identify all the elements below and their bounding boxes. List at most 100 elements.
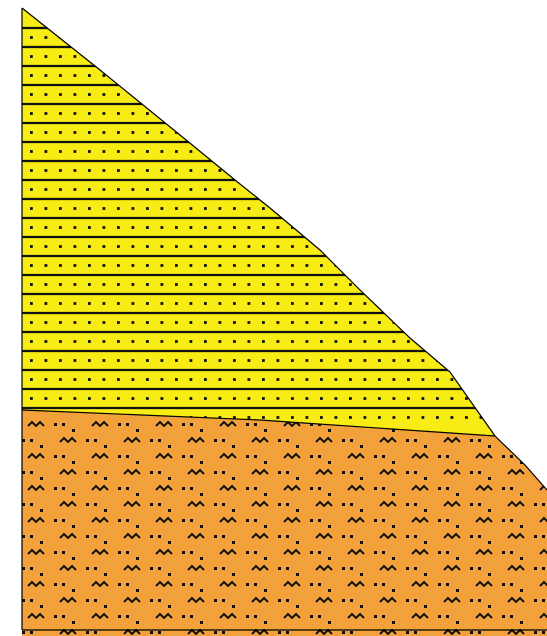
sand-dot	[320, 207, 323, 210]
sand-dot	[190, 131, 193, 134]
silt-dash	[510, 551, 513, 554]
silt-dash	[136, 589, 139, 592]
sand-dot	[306, 112, 309, 115]
sand-dot	[407, 112, 410, 115]
silt-dash	[136, 525, 139, 528]
sand-dot	[349, 340, 352, 343]
silt-wave-mark	[0, 534, 12, 538]
sand-dot	[190, 188, 193, 191]
sand-dot	[393, 93, 396, 96]
sand-dot	[45, 169, 48, 172]
sand-dot	[175, 321, 178, 324]
sand-dot	[335, 397, 338, 400]
silt-dash	[342, 599, 345, 602]
silt-dash	[502, 487, 505, 490]
sand-dot	[204, 397, 207, 400]
sand-dot	[320, 169, 323, 172]
silt-dash	[456, 493, 459, 496]
sand-dot	[494, 321, 497, 324]
sand-dot	[451, 340, 454, 343]
sand-dot	[161, 150, 164, 153]
sand-dot	[204, 150, 207, 153]
sand-dot	[422, 283, 425, 286]
sand-dot	[219, 36, 222, 39]
sand-dot	[306, 340, 309, 343]
sand-dot	[349, 93, 352, 96]
silt-dash	[438, 487, 441, 490]
silt-dash	[534, 471, 537, 474]
sand-dot	[132, 397, 135, 400]
sand-dot	[132, 169, 135, 172]
silt-dash	[406, 631, 409, 634]
sand-dot	[30, 112, 33, 115]
sand-dot	[494, 302, 497, 305]
sand-dot	[117, 169, 120, 172]
silt-dash	[222, 439, 225, 442]
sand-dot	[88, 340, 91, 343]
lower-layer	[0, 410, 547, 636]
sand-dot	[349, 245, 352, 248]
sand-dot	[480, 226, 483, 229]
sand-dot	[132, 55, 135, 58]
silt-wave-mark	[0, 502, 12, 506]
sand-dot	[88, 302, 91, 305]
sand-dot	[291, 245, 294, 248]
sand-dot	[146, 207, 149, 210]
sand-dot	[103, 397, 106, 400]
silt-dash	[310, 455, 313, 458]
silt-dash	[126, 423, 129, 426]
silt-dash	[190, 519, 193, 522]
sand-dot	[335, 93, 338, 96]
silt-dash	[296, 445, 299, 448]
sand-dot	[320, 226, 323, 229]
silt-dash	[382, 519, 385, 522]
silt-dash	[478, 599, 481, 602]
sand-dot	[451, 93, 454, 96]
sand-dot	[407, 55, 410, 58]
silt-dash	[296, 509, 299, 512]
sand-dot	[306, 416, 309, 419]
silt-dash	[342, 439, 345, 442]
silt-dash	[62, 455, 65, 458]
silt-dash	[392, 461, 395, 464]
silt-dash	[158, 439, 161, 442]
sand-dot	[494, 245, 497, 248]
sand-dot	[277, 302, 280, 305]
sand-dot	[335, 188, 338, 191]
sand-dot	[117, 226, 120, 229]
sand-dot	[465, 169, 468, 172]
silt-dash	[534, 631, 537, 634]
sand-dot	[190, 340, 193, 343]
sand-dot	[175, 93, 178, 96]
sand-dot	[219, 378, 222, 381]
sand-dot	[509, 93, 512, 96]
sand-dot	[117, 74, 120, 77]
sand-dot	[465, 264, 468, 267]
silt-dash	[72, 589, 75, 592]
sand-dot	[509, 340, 512, 343]
silt-dash	[190, 487, 193, 490]
sand-dot	[465, 93, 468, 96]
silt-dash	[246, 615, 249, 618]
sand-dot	[146, 36, 149, 39]
sand-dot	[364, 397, 367, 400]
silt-dash	[118, 487, 121, 490]
sand-dot	[436, 93, 439, 96]
sand-dot	[335, 340, 338, 343]
silt-dash	[62, 615, 65, 618]
sand-dot	[320, 36, 323, 39]
sand-dot	[480, 207, 483, 210]
sand-dot	[393, 188, 396, 191]
sand-dot	[422, 169, 425, 172]
silt-dash	[264, 621, 267, 624]
sand-dot	[277, 359, 280, 362]
sand-dot	[436, 112, 439, 115]
silt-dash	[360, 541, 363, 544]
sand-dot	[277, 226, 280, 229]
silt-dash	[86, 439, 89, 442]
sand-dot	[306, 93, 309, 96]
sand-dot	[233, 169, 236, 172]
sand-dot	[480, 340, 483, 343]
sand-dot	[320, 378, 323, 381]
silt-dash	[118, 519, 121, 522]
